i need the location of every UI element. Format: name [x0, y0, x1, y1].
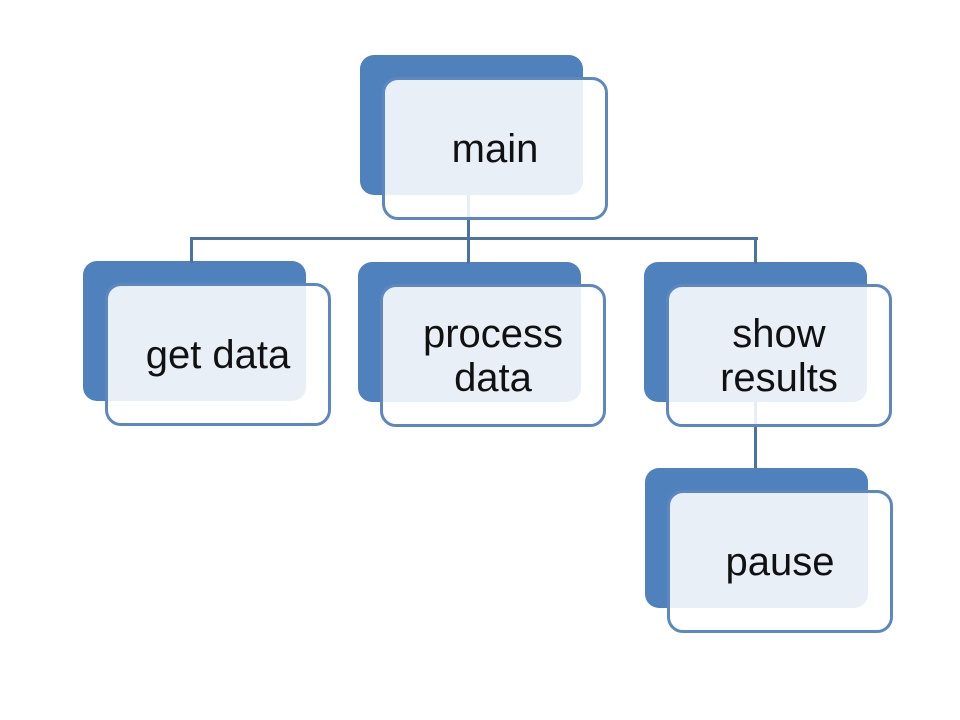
- connector-rail-to-process-data: [467, 237, 470, 264]
- connector-rail-to-get-data: [190, 237, 193, 263]
- node-card-shape: main: [382, 77, 608, 220]
- node-get-data[interactable]: get data: [83, 261, 332, 426]
- node-pause[interactable]: pause: [645, 468, 894, 633]
- node-main[interactable]: main: [360, 55, 609, 220]
- node-card-shape: show results: [666, 284, 892, 427]
- node-label: show results: [720, 311, 838, 400]
- node-show-results[interactable]: show results: [644, 262, 893, 427]
- connector-rail: [190, 237, 758, 240]
- node-label: process data: [422, 311, 564, 400]
- node-process-data[interactable]: process data: [358, 262, 607, 427]
- node-label: get data: [145, 332, 291, 377]
- node-label: pause: [725, 539, 835, 584]
- connector-rail-to-show-results: [754, 237, 757, 264]
- node-card-shape: process data: [380, 284, 606, 427]
- connector-show-results-to-pause: [754, 402, 757, 468]
- node-card-shape: pause: [667, 490, 893, 633]
- node-card-shape: get data: [105, 283, 331, 426]
- node-label: main: [451, 126, 539, 171]
